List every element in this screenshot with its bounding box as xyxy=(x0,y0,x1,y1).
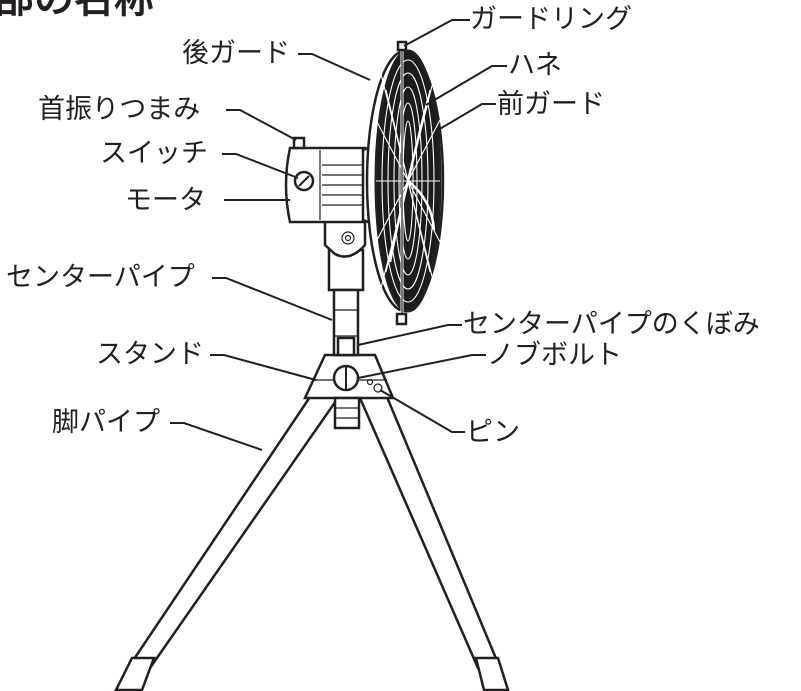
label-motor: モータ xyxy=(125,185,206,216)
leader-knob-bolt xyxy=(357,354,486,379)
leader-swing-knob xyxy=(226,109,297,141)
leader-blade xyxy=(425,65,507,106)
leader-lines xyxy=(170,19,507,451)
leg-foot-left xyxy=(114,656,156,691)
label-knob-bolt: ノブボルト xyxy=(487,340,622,371)
guard-ring-clip-bottom xyxy=(395,312,408,326)
leader-rear-guard xyxy=(298,53,371,81)
label-center-pipe-recess: センターパイプのくぼみ xyxy=(463,309,760,340)
center-pipe xyxy=(327,248,365,357)
label-blade: ハネ xyxy=(508,50,562,81)
part-labels: ガードリング 後ガード ハネ 前ガード 首振りつまみ スイッチ モータ センター… xyxy=(6,4,760,448)
leader-guard-ring xyxy=(403,19,470,47)
label-pin: ピン xyxy=(466,417,520,448)
leg-foot-right xyxy=(474,656,510,691)
label-leg-pipe: 脚パイプ xyxy=(52,407,160,438)
blade xyxy=(388,99,436,263)
label-switch: スイッチ xyxy=(100,138,208,169)
fan-illustration xyxy=(114,40,510,691)
leader-stand xyxy=(210,354,317,381)
leader-front-guard xyxy=(437,103,496,131)
leader-pin xyxy=(379,389,465,433)
label-guard-ring: ガードリング xyxy=(470,4,632,35)
leader-center-pipe xyxy=(212,277,333,321)
pin xyxy=(373,383,383,393)
lower-pipe-joint xyxy=(333,396,361,430)
label-center-pipe: センターパイプ xyxy=(6,262,195,293)
label-swing-knob: 首振りつまみ xyxy=(38,94,200,125)
diagram-title: 部の名称 xyxy=(0,0,154,22)
leader-switch xyxy=(222,153,299,179)
label-stand: スタンド xyxy=(96,339,204,370)
leader-center-pipe-recess xyxy=(357,324,462,346)
label-rear-guard: 後ガード xyxy=(182,38,290,69)
motor-assembly xyxy=(284,136,378,258)
label-front-guard: 前ガード xyxy=(497,89,605,120)
fan-head xyxy=(365,40,445,326)
leader-leg-pipe xyxy=(170,422,263,451)
swing-knob xyxy=(292,136,306,150)
